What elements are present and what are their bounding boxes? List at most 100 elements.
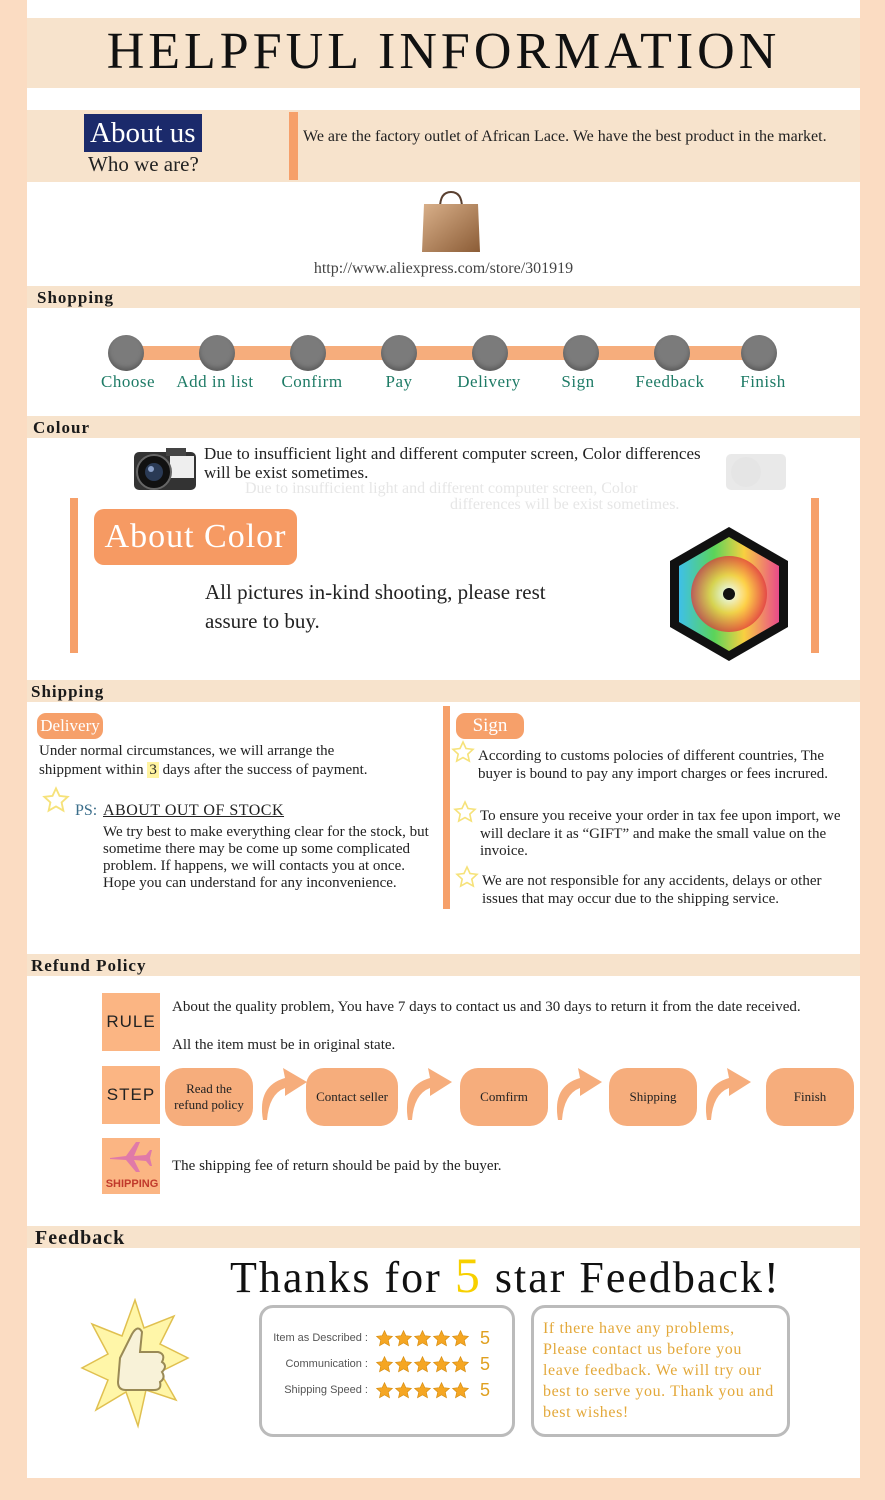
color-right-bar bbox=[811, 498, 819, 653]
about-divider bbox=[289, 112, 298, 180]
shopping-step-label: Pay bbox=[385, 372, 413, 391]
star-icon bbox=[451, 1329, 470, 1349]
about-subtitle: Who we are? bbox=[88, 152, 199, 176]
about-color-text-line1: All pictures in-kind shooting, please re… bbox=[205, 580, 546, 604]
rating-label: Item as Described : bbox=[273, 1332, 368, 1344]
shopping-step-label: Feedback bbox=[635, 372, 705, 391]
shopping-step-label: Sign bbox=[561, 372, 595, 391]
rating-score: 5 bbox=[480, 1328, 491, 1348]
star-icon bbox=[432, 1381, 451, 1401]
about-description: We are the factory outlet of African Lac… bbox=[303, 128, 827, 145]
star-icon bbox=[394, 1355, 413, 1375]
page-title: HELPFUL INFORMATION bbox=[106, 23, 781, 80]
camera-icon bbox=[130, 442, 200, 497]
shopping-step-dot bbox=[199, 335, 235, 371]
shipping-divider bbox=[443, 706, 450, 909]
ps-label: PS: bbox=[75, 802, 98, 819]
star-icon bbox=[375, 1329, 394, 1349]
sign-badge: Sign bbox=[456, 713, 524, 739]
star-icon bbox=[451, 1355, 470, 1375]
star-icon bbox=[394, 1381, 413, 1401]
shopping-step-dot bbox=[563, 335, 599, 371]
rule-text-2: All the item must be in original state. bbox=[172, 1037, 396, 1053]
star-icon bbox=[451, 1381, 470, 1401]
rating-label: Communication : bbox=[285, 1358, 368, 1370]
refund-step-box: Contact seller bbox=[306, 1068, 398, 1126]
feedback-note: If there have any problems, Please conta… bbox=[543, 1320, 774, 1421]
rating-score: 5 bbox=[480, 1380, 491, 1400]
ps-heading: ABOUT OUT OF STOCK bbox=[103, 802, 285, 819]
colour-notice-reflection-1: Due to insufficient light and different … bbox=[245, 480, 638, 497]
rule-text: About the quality problem, You have 7 da… bbox=[172, 999, 801, 1015]
store-url[interactable]: http://www.aliexpress.com/store/301919 bbox=[313, 260, 574, 277]
feedback-headline-a: Thanks for bbox=[230, 1253, 442, 1302]
camera-reflection-icon bbox=[722, 444, 790, 496]
star-outline-icon bbox=[450, 740, 476, 764]
shopping-step-dot bbox=[741, 335, 777, 371]
feedback-headline: Thanks for 5 star Feedback! bbox=[230, 1246, 781, 1304]
star-icon bbox=[413, 1329, 432, 1349]
shopping-band bbox=[27, 286, 860, 308]
rating-score: 5 bbox=[480, 1354, 491, 1374]
delivery-text-line1: Under normal circumstances, we will arra… bbox=[39, 743, 335, 759]
header-band bbox=[27, 18, 860, 88]
star-icon bbox=[413, 1381, 432, 1401]
colour-notice: Due to insufficient light and different … bbox=[204, 444, 701, 482]
shopping-step-label: Finish bbox=[740, 372, 786, 391]
colour-notice-reflection-2: differences will be exist sometimes. bbox=[450, 496, 680, 513]
about-color-text-line2: assure to buy. bbox=[205, 609, 320, 633]
star-icon bbox=[432, 1329, 451, 1349]
colour-title: Colour bbox=[33, 418, 90, 437]
refund-step-box: Comfirm bbox=[460, 1068, 548, 1126]
shopping-bag-icon bbox=[420, 190, 482, 254]
shopping-step-dot bbox=[381, 335, 417, 371]
feedback-title: Feedback bbox=[35, 1227, 126, 1249]
shopping-step-dot bbox=[290, 335, 326, 371]
about-badge: About us bbox=[84, 114, 202, 152]
shopping-step-dot bbox=[472, 335, 508, 371]
feedback-headline-b: star Feedback! bbox=[494, 1253, 781, 1302]
shipping-band bbox=[27, 680, 860, 702]
shopping-step-label: Add in list bbox=[176, 372, 254, 391]
star-icon bbox=[413, 1355, 432, 1375]
shipping-label: SHIPPING bbox=[105, 1178, 159, 1190]
refund-shipping-text: The shipping fee of return should be pai… bbox=[172, 1158, 502, 1174]
refund-step-box: Shipping bbox=[609, 1068, 697, 1126]
refund-band bbox=[27, 954, 860, 976]
refund-step-box: Read the refund policy bbox=[165, 1068, 253, 1126]
about-color-badge: About Color bbox=[94, 509, 297, 565]
star-icon bbox=[432, 1355, 451, 1375]
rating-stars bbox=[375, 1355, 475, 1375]
shopping-step-dot bbox=[654, 335, 690, 371]
star-icon bbox=[394, 1329, 413, 1349]
rule-label: RULE bbox=[102, 993, 160, 1051]
ps-text: We try best to make everything clear for… bbox=[103, 824, 429, 891]
shopping-step-label: Delivery bbox=[457, 372, 521, 391]
delivery-text-prefix: shippment within bbox=[39, 762, 148, 778]
sign-item-text: According to customs polocies of differe… bbox=[478, 748, 829, 782]
thumbs-up-icon bbox=[80, 1297, 190, 1430]
rating-label: Shipping Speed : bbox=[284, 1384, 368, 1396]
step-label: STEP bbox=[102, 1066, 160, 1124]
feedback-band bbox=[27, 1226, 860, 1248]
curved-arrow-icon bbox=[550, 1062, 604, 1124]
curved-arrow-icon bbox=[255, 1062, 309, 1124]
delivery-badge: Delivery bbox=[37, 713, 103, 739]
ratings-box bbox=[259, 1305, 515, 1437]
color-left-bar bbox=[70, 498, 78, 653]
shopping-title: Shopping bbox=[37, 288, 114, 307]
rating-stars bbox=[375, 1381, 475, 1401]
delivery-days: 3 bbox=[147, 762, 159, 778]
airplane-icon bbox=[108, 1140, 152, 1174]
feedback-note-box bbox=[531, 1305, 790, 1437]
shopping-step-label: Confirm bbox=[281, 372, 343, 391]
rating-stars bbox=[375, 1329, 475, 1349]
star-outline-icon bbox=[454, 865, 480, 889]
star-icon bbox=[375, 1355, 394, 1375]
curved-arrow-icon bbox=[400, 1062, 454, 1124]
shipping-title: Shipping bbox=[31, 682, 105, 701]
star-outline-icon bbox=[452, 800, 478, 824]
star-outline-icon bbox=[39, 786, 73, 814]
star-icon bbox=[375, 1381, 394, 1401]
delivery-text-line2: shippment within 3 days after the succes… bbox=[39, 762, 368, 779]
